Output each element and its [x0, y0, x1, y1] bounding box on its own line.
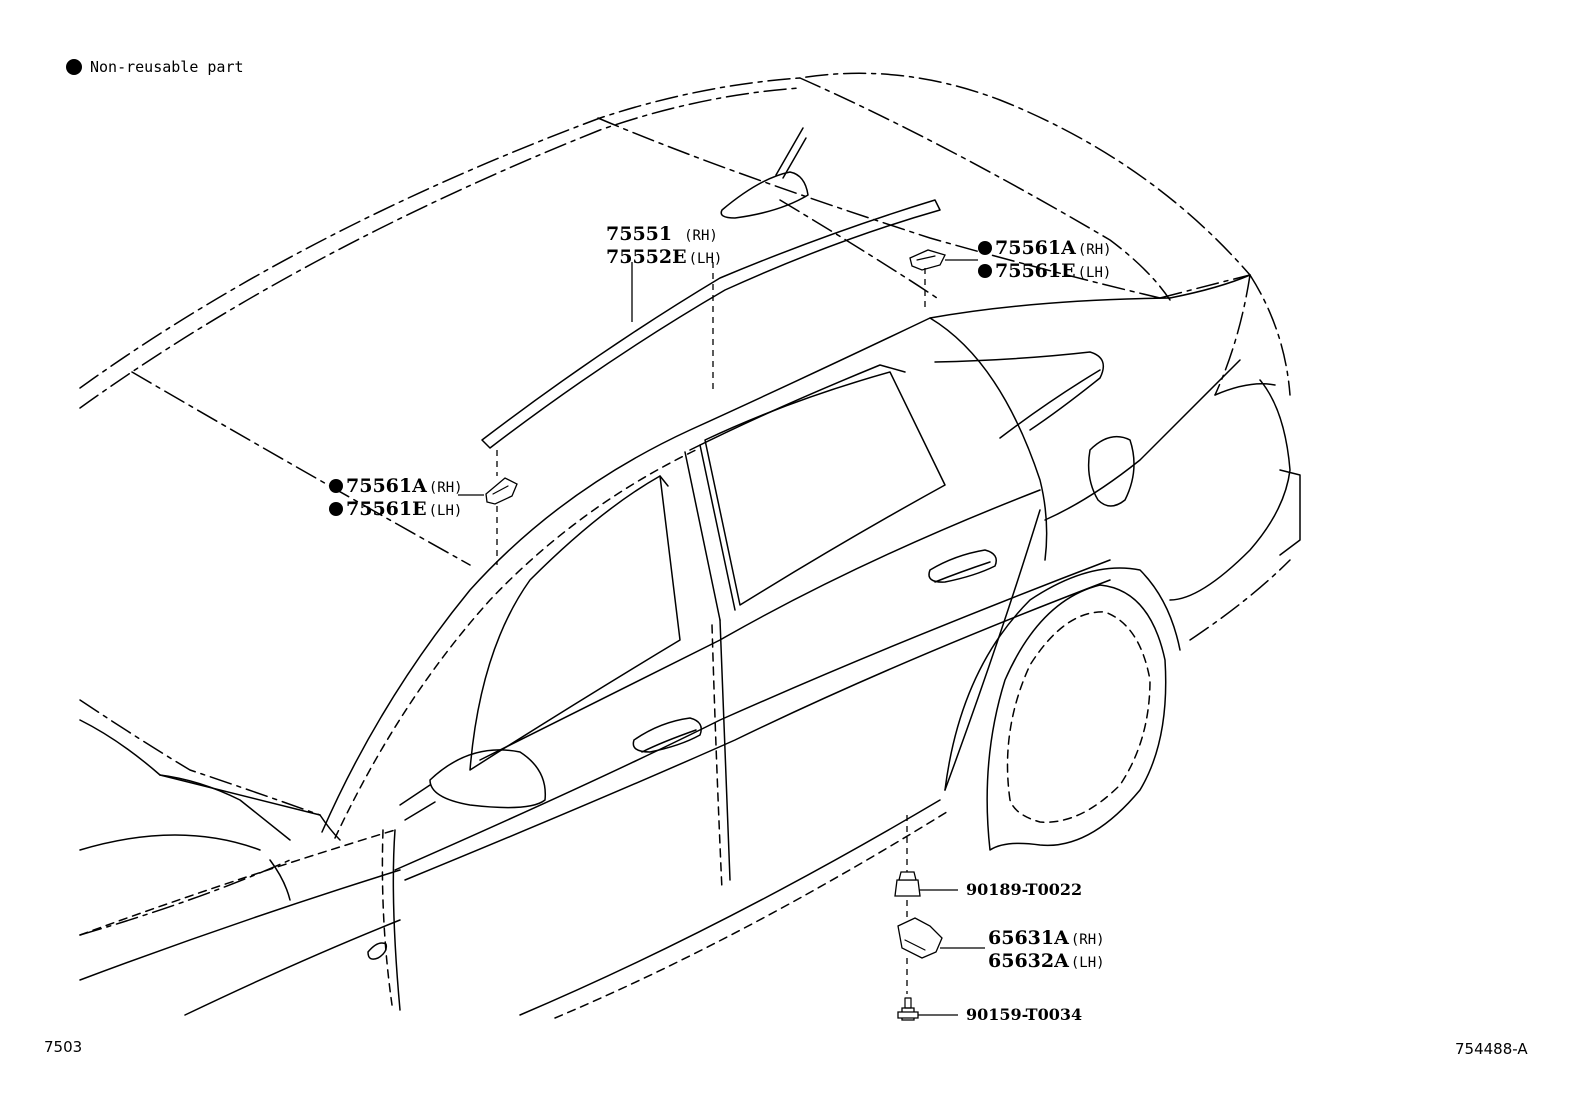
side-label: (RH)	[428, 480, 463, 496]
part-number: 90159-T0034	[966, 1005, 1083, 1024]
car-body	[79, 274, 1301, 1019]
callout-nut: 90189-T0022	[966, 880, 1082, 899]
bracket-part	[897, 917, 943, 959]
part-number: 75561E	[995, 260, 1076, 282]
side-label: (RH)	[1077, 242, 1112, 258]
part-number: 75552E	[606, 246, 687, 268]
clip-upper-part	[909, 249, 946, 271]
group-code: 7503	[44, 1038, 83, 1056]
leader-lines	[458, 259, 985, 1016]
part-number: 65631A	[988, 927, 1069, 949]
non-reusable-marker-icon	[66, 59, 82, 75]
part-number: 75561A	[346, 475, 427, 497]
legend: Non-reusable part	[66, 58, 244, 76]
non-reusable-marker-icon	[329, 502, 343, 516]
roof-molding-part	[481, 199, 941, 449]
side-label: (LH)	[688, 251, 723, 267]
non-reusable-marker-icon	[978, 241, 992, 255]
part-number: 75551	[606, 223, 673, 245]
callout-clip-upper: 75561A(RH) 75561E(LH)	[978, 238, 1112, 284]
side-label: (RH)	[1070, 932, 1105, 948]
part-number: 65632A	[988, 950, 1069, 972]
side-label: (LH)	[1070, 955, 1105, 971]
callout-bracket: 65631A(RH) 65632A(LH)	[988, 928, 1105, 974]
clip-lower-part	[485, 477, 518, 505]
non-reusable-marker-icon	[329, 479, 343, 493]
callout-clip-lower: 75561A(RH) 75561E(LH)	[329, 476, 463, 522]
part-number: 75561A	[995, 237, 1076, 259]
roof-outline	[79, 72, 1291, 566]
part-number: 90189-T0022	[966, 880, 1083, 899]
legend-text: Non-reusable part	[90, 58, 244, 76]
side-label: (RH)	[684, 228, 718, 244]
side-label: (LH)	[428, 503, 463, 519]
non-reusable-marker-icon	[978, 264, 992, 278]
shark-fin-antenna	[720, 127, 809, 219]
callout-screw: 90159-T0034	[966, 1005, 1082, 1024]
nut-part	[894, 871, 921, 897]
screw-part	[897, 997, 919, 1021]
part-number: 75561E	[346, 498, 427, 520]
illustration-code: 754488-A	[1455, 1040, 1528, 1058]
side-label: (LH)	[1077, 265, 1112, 281]
callout-roof-molding: 75551 (RH) 75552E(LH)	[606, 224, 722, 270]
